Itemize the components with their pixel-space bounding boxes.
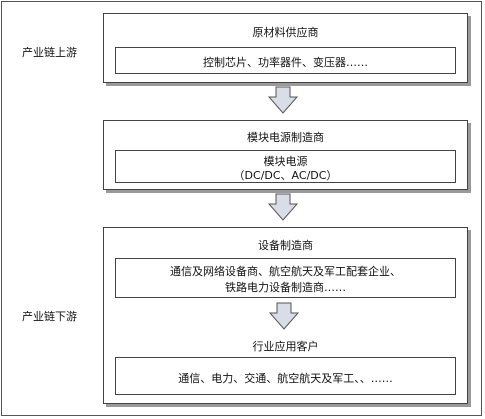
down-arrow-1: [267, 86, 299, 114]
down-arrow-3: [268, 302, 300, 330]
module-power-name: 模块电源: [263, 155, 308, 168]
downstream-box: 设备制造商 通信及网络设备商、航空航天及军工配套企业、 铁路电力设备制造商…… …: [103, 227, 468, 404]
raw-material-inner-box: 控制芯片、功率器件、变压器……: [115, 47, 456, 74]
equipment-manufacturer-line-1: 通信及网络设备商、航空航天及军工配套企业、: [170, 265, 401, 278]
raw-material-items: 控制芯片、功率器件、变压器……: [203, 56, 368, 69]
raw-material-supplier-box: 原材料供应商 控制芯片、功率器件、变压器……: [103, 13, 468, 83]
industry-customer-inner-box: 通信、电力、交通、航空航天及军工、、……: [115, 357, 456, 395]
module-power-inner-box: 模块电源 （DC/DC、AC/DC）: [115, 150, 456, 183]
industry-customer-items: 通信、电力、交通、航空航天及军工、、……: [178, 372, 393, 385]
downstream-label: 产业链下游: [22, 310, 77, 323]
raw-material-supplier-title: 原材料供应商: [252, 26, 319, 39]
equipment-manufacturer-inner-box: 通信及网络设备商、航空航天及军工配套企业、 铁路电力设备制造商……: [115, 258, 456, 298]
equipment-manufacturer-title: 设备制造商: [258, 239, 313, 252]
upstream-label: 产业链上游: [22, 46, 77, 59]
equipment-manufacturer-line-2: 铁路电力设备制造商……: [225, 281, 346, 294]
module-power-types: （DC/DC、AC/DC）: [233, 169, 338, 182]
module-power-manufacturer-box: 模块电源制造商 模块电源 （DC/DC、AC/DC）: [103, 120, 468, 190]
down-arrow-2: [267, 193, 299, 221]
industry-customer-title: 行业应用客户: [252, 340, 319, 353]
module-power-manufacturer-title: 模块电源制造商: [247, 131, 324, 144]
